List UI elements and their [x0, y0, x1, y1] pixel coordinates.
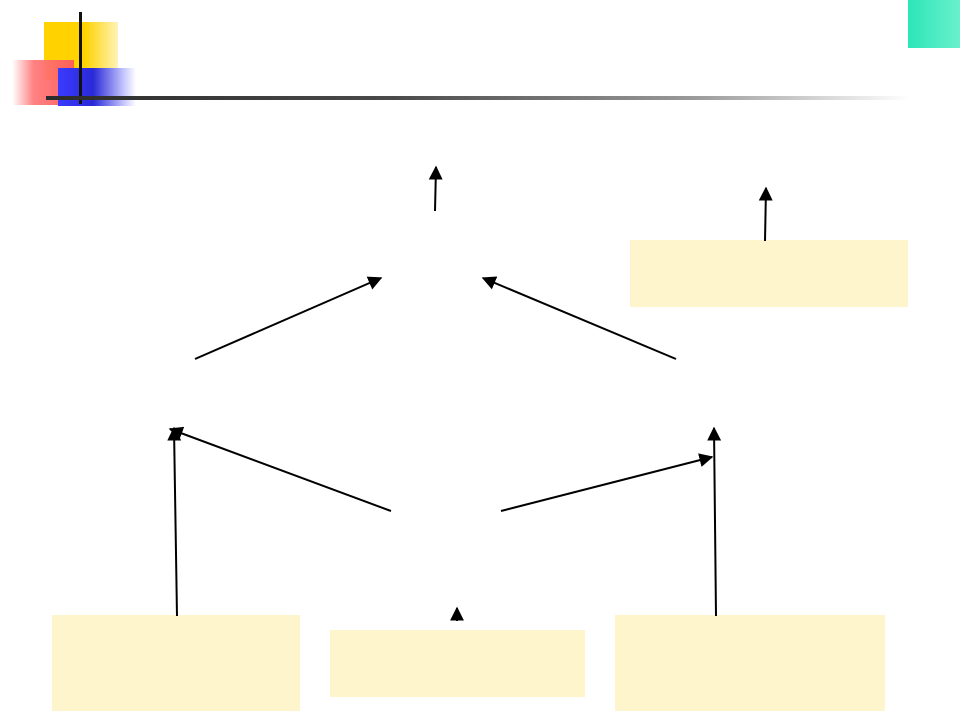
arrow-bottom-right-up: [707, 426, 722, 617]
box-bottom-right: [615, 615, 885, 711]
box-bottom-left: [52, 615, 300, 711]
title-underline: [46, 96, 910, 100]
box-right-top: [630, 240, 908, 307]
arrow-left-to-top: [194, 276, 383, 360]
arrow-center-to-left: [168, 426, 392, 512]
arrow-top-up: [428, 165, 443, 212]
arrow-center-to-right: [500, 453, 714, 512]
decor-vertical-line: [79, 12, 82, 104]
arrow-bottom-left-up: [167, 426, 182, 617]
arrow-right-to-top: [481, 276, 677, 360]
decor-corner-tile: [908, 0, 960, 48]
arrow-right-box-up: [758, 186, 773, 242]
box-bottom-center: [330, 630, 585, 697]
